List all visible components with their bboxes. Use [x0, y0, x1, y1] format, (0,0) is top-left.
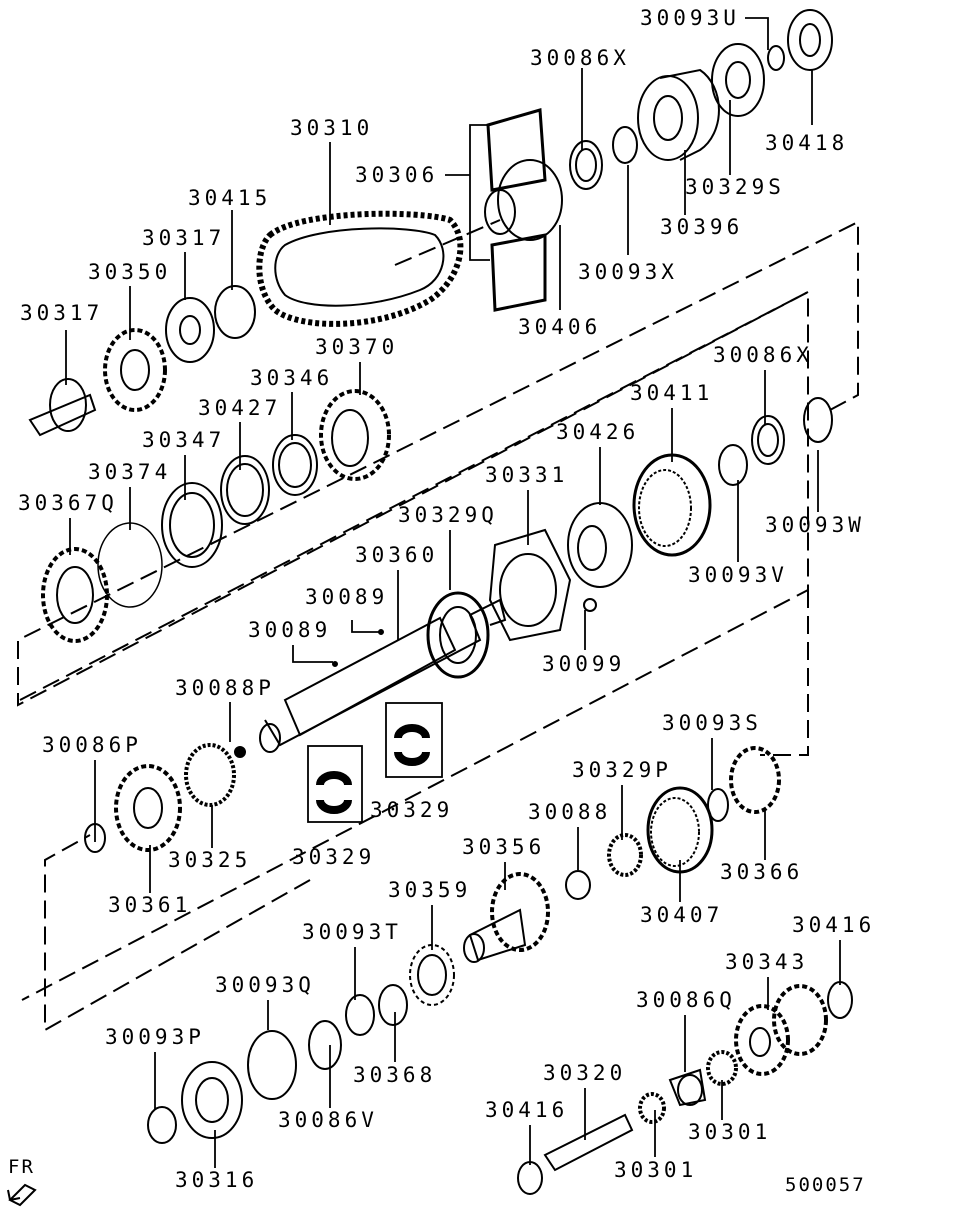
part-number-label: 30396 — [660, 215, 744, 239]
part-number-label: 30360 — [355, 543, 439, 567]
part-number-label: 30329Q — [398, 503, 498, 527]
front-direction-label: FR — [8, 1156, 35, 1178]
part-number-label: 30331 — [485, 463, 569, 487]
part-number-label: 30093X — [578, 260, 678, 284]
part-number-label: 30329P — [572, 758, 672, 782]
part-number-label: 30317 — [20, 301, 104, 325]
part-number-label: 30366 — [720, 860, 804, 884]
part-number-label: 30086X — [530, 46, 630, 70]
part-number-label: 30346 — [250, 366, 334, 390]
part-number-label: 30310 — [290, 116, 374, 140]
part-number-label: 30093P — [105, 1025, 205, 1049]
part-number-label: 30320 — [543, 1061, 627, 1085]
part-number-label: 30093W — [765, 513, 865, 537]
part-number-label: 30343 — [725, 950, 809, 974]
part-number-label: 30089 — [305, 585, 389, 609]
part-number-label: 30088 — [528, 800, 612, 824]
part-number-label: 30329S — [685, 175, 785, 199]
part-number-label: 30301 — [614, 1158, 698, 1182]
leader-lines — [65, 17, 841, 1168]
part-number-label: 30093V — [688, 563, 788, 587]
part-number-label: 30093Q — [215, 973, 315, 997]
part-number-label: 30099 — [542, 652, 626, 676]
part-number-label: 30093S — [662, 711, 762, 735]
part-number-label: 30086P — [42, 733, 142, 757]
part-number-label: 30316 — [175, 1168, 259, 1192]
part-number-label: 30301 — [688, 1120, 772, 1144]
part-number-label: 30411 — [630, 381, 714, 405]
part-shapes — [7, 9, 853, 1207]
part-number-label: 30088P — [175, 676, 275, 700]
part-number-label: 30329 — [370, 798, 454, 822]
part-number-label: 30306 — [355, 163, 439, 187]
part-number-label: 30093T — [302, 920, 402, 944]
part-number-label: 30407 — [640, 903, 724, 927]
part-number-label: 30359 — [388, 878, 472, 902]
part-number-label: 30370 — [315, 335, 399, 359]
assembly-dash-lines — [17, 219, 859, 1032]
part-number-label: 30418 — [765, 131, 849, 155]
part-number-label: 30093U — [640, 6, 740, 30]
part-number-label: 30347 — [142, 428, 226, 452]
part-number-label: 30086Q — [636, 988, 736, 1012]
part-number-label: 30350 — [88, 260, 172, 284]
part-number-label: 30361 — [108, 893, 192, 917]
part-number-label: 30086V — [278, 1108, 378, 1132]
part-number-label: 30374 — [88, 460, 172, 484]
part-number-label: 30427 — [198, 396, 282, 420]
part-number-label: 30426 — [556, 420, 640, 444]
part-number-label: 30086X — [713, 343, 813, 367]
part-number-label: 30415 — [188, 186, 272, 210]
part-number-label: 30356 — [462, 835, 546, 859]
part-number-label: 30416 — [485, 1098, 569, 1122]
part-number-label: 30317 — [142, 226, 226, 250]
part-number-label: 30367Q — [18, 491, 118, 515]
diagram-id: 500057 — [785, 1174, 866, 1196]
part-number-label: 30089 — [248, 618, 332, 642]
part-number-label: 30368 — [353, 1063, 437, 1087]
part-number-label: 30329 — [292, 845, 376, 869]
part-number-label: 30406 — [518, 315, 602, 339]
part-number-label: 30416 — [792, 913, 876, 937]
part-number-label: 30325 — [168, 848, 252, 872]
